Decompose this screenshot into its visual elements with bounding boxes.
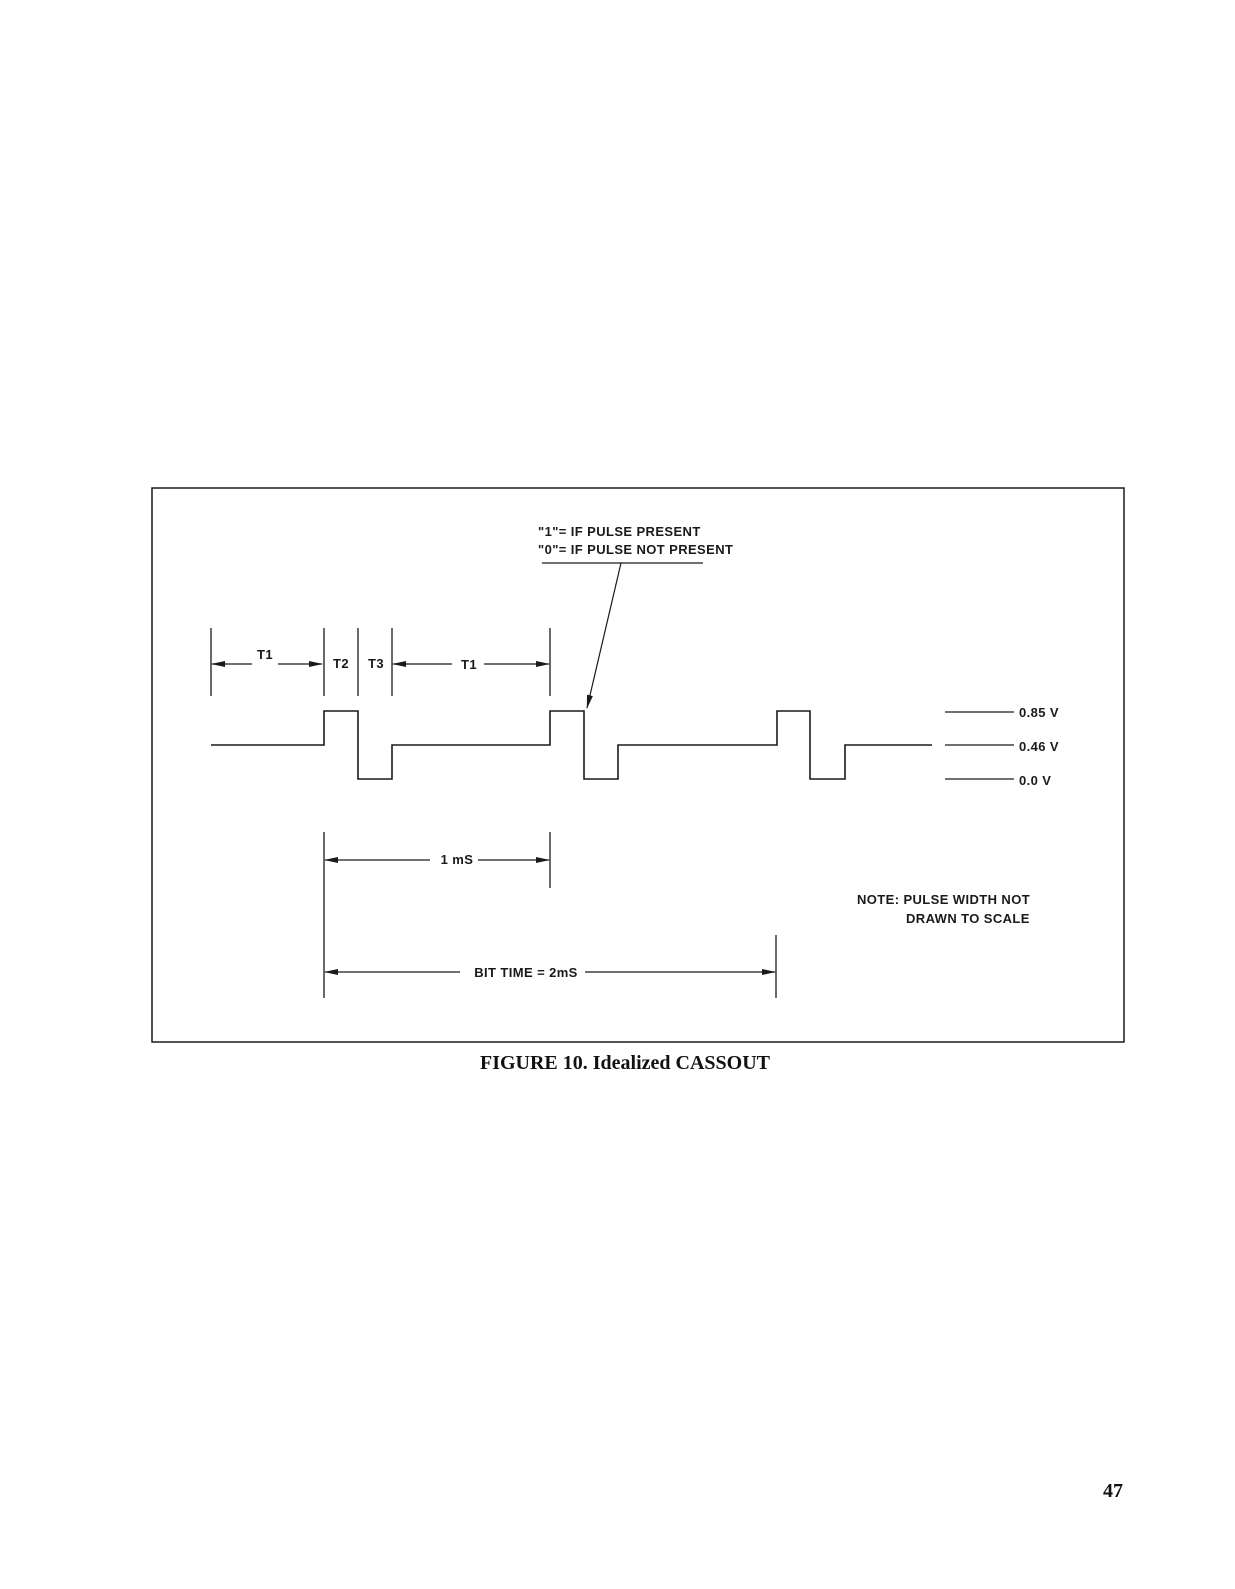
label-t1-right: T1 — [461, 657, 477, 672]
legend-pointer-arrow — [587, 563, 621, 708]
cassout-waveform — [211, 711, 932, 779]
level-label-low: 0.0 V — [1019, 773, 1051, 788]
label-one-ms: 1 mS — [441, 852, 474, 867]
label-t2: T2 — [333, 656, 349, 671]
label-t3: T3 — [368, 656, 384, 671]
figure-caption: FIGURE 10. Idealized CASSOUT — [0, 1052, 1235, 1075]
label-t1-left: T1 — [257, 647, 273, 662]
legend-one: "1"= IF PULSE PRESENT — [538, 524, 701, 539]
level-label-high: 0.85 V — [1019, 705, 1059, 720]
level-label-mid: 0.46 V — [1019, 739, 1059, 754]
figure-frame — [152, 488, 1124, 1042]
label-bit-time: BIT TIME = 2mS — [474, 965, 577, 980]
page-number: 47 — [1103, 1480, 1123, 1503]
note-line-2: DRAWN TO SCALE — [906, 911, 1030, 926]
note-line-1: NOTE: PULSE WIDTH NOT — [857, 892, 1030, 907]
legend-zero: "0"= IF PULSE NOT PRESENT — [538, 542, 733, 557]
